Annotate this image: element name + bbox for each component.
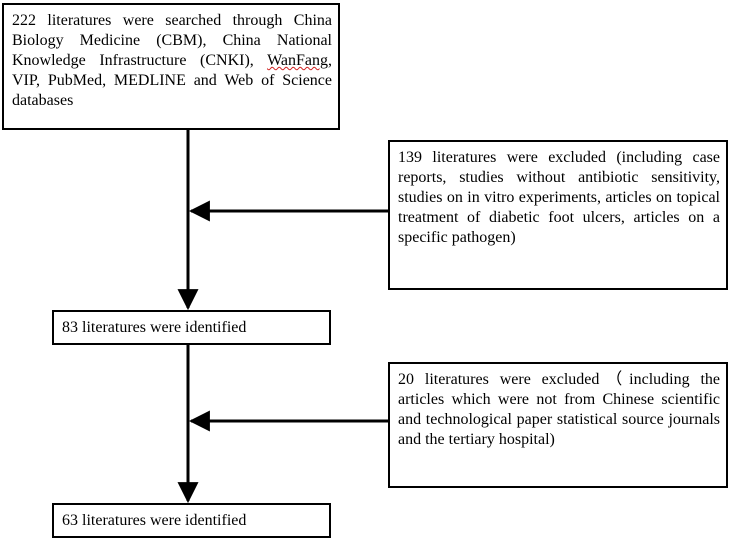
search-text-marked: WanFang	[267, 52, 328, 69]
second-identified-box: 63 literatures were identified	[52, 503, 331, 538]
second-exclusion-text: 20 literatures were excluded（including t…	[398, 371, 720, 448]
second-exclusion-box: 20 literatures were excluded（including t…	[388, 362, 728, 488]
first-identified-text: 83 literatures were identified	[62, 319, 247, 336]
search-text-before: 222 literatures were searched through Ch…	[12, 12, 332, 69]
search-text-after: , VIP, PubMed, MEDLINE and Web of Scienc…	[12, 52, 332, 109]
first-exclusion-box: 139 literatures were excluded (including…	[388, 140, 728, 290]
second-identified-text: 63 literatures were identified	[62, 512, 247, 529]
first-exclusion-text: 139 literatures were excluded (including…	[398, 149, 720, 246]
first-identified-box: 83 literatures were identified	[52, 310, 331, 345]
search-sources-box: 222 literatures were searched through Ch…	[2, 3, 340, 130]
